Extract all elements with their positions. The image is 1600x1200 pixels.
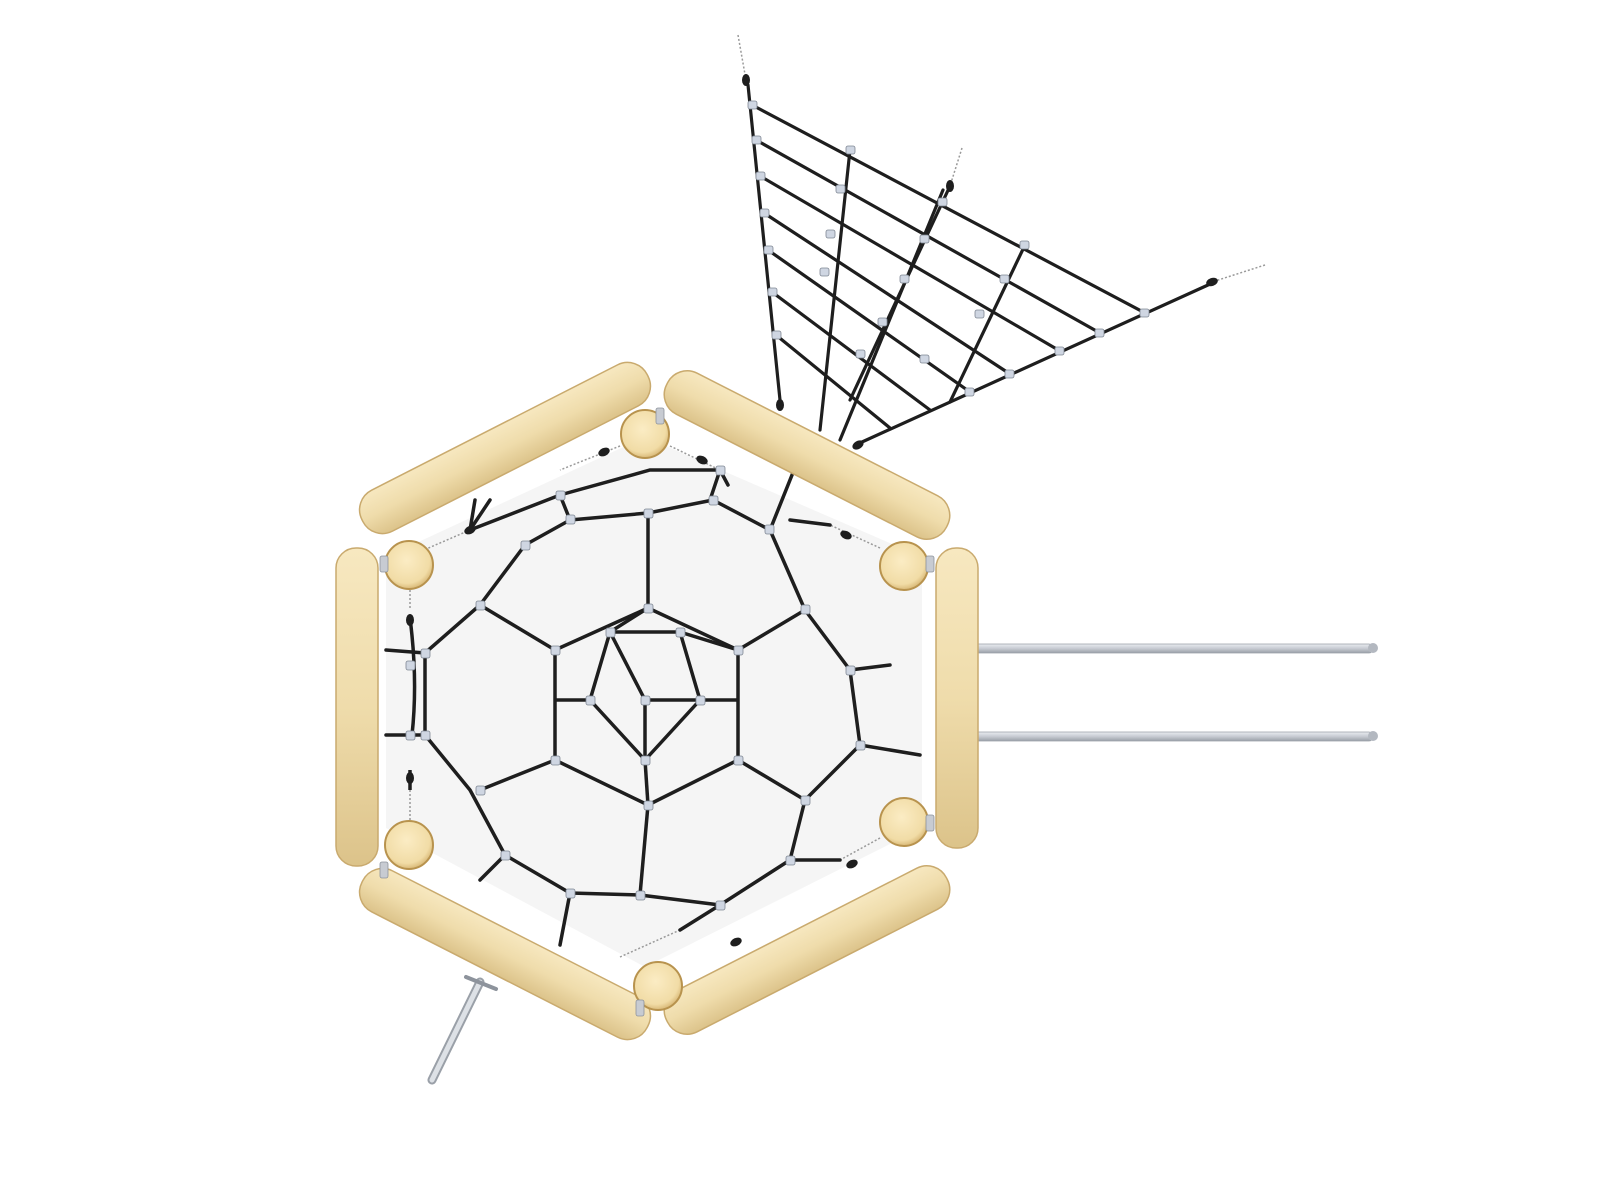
steel-leg (427, 975, 498, 1085)
steel-rail-upper (954, 643, 1374, 654)
steel-brackets (379, 407, 935, 1017)
timber-log-bottom-left (358, 867, 652, 1041)
post-lower-left (384, 820, 434, 870)
steel-rails (954, 643, 1378, 742)
net-clamps (405, 465, 866, 911)
timber-posts (384, 409, 929, 1011)
net-inner-pentagon (555, 606, 739, 806)
timber-log-left (335, 547, 379, 867)
timber-frame (335, 361, 979, 1041)
timber-log-top-right (663, 370, 951, 540)
post-upper-left (384, 540, 434, 590)
post-bottom (633, 961, 683, 1011)
post-upper-right (879, 541, 929, 591)
net-floor (386, 437, 922, 967)
post-lower-right (879, 797, 929, 847)
timber-log-right (935, 547, 979, 849)
timber-log-bottom-right (663, 865, 951, 1035)
net-spokes (384, 453, 922, 947)
timber-log-top-left (358, 361, 652, 535)
steel-rail-cap-lower (1368, 731, 1378, 741)
climbing-net (737, 34, 1266, 450)
steel-rail-lower (954, 731, 1374, 742)
steel-rail-cap-upper (1368, 643, 1378, 653)
rope-shackles (406, 447, 858, 947)
